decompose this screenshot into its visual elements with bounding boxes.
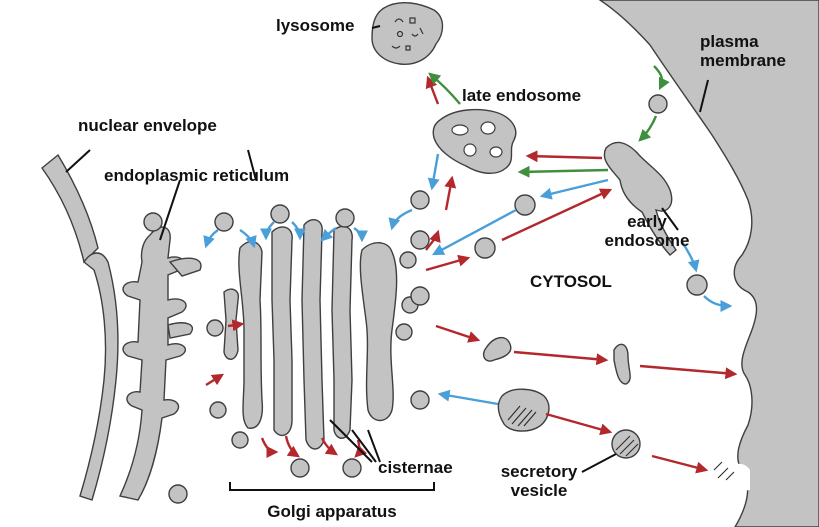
tubular-vesicle	[482, 337, 512, 362]
exocytosed-content	[713, 461, 735, 481]
label-early-endosome-line2: endosome	[604, 231, 690, 250]
er-branch	[168, 257, 202, 277]
early-endosome	[603, 141, 677, 256]
label-late-endosome: late endosome	[462, 86, 582, 105]
label-secretory-vesicle-line1: secretory	[500, 462, 578, 481]
golgi-cisterna	[271, 226, 293, 437]
label-endoplasmic-reticulum: endoplasmic reticulum	[104, 166, 290, 185]
golgi-cisterna	[359, 242, 398, 422]
label-plasma-membrane: plasma membrane	[700, 32, 786, 70]
label-early-endosome-line1: early	[627, 212, 667, 231]
label-early-endosome: early endosome	[592, 212, 702, 250]
late-endosome-contents	[451, 121, 503, 158]
label-plasma-membrane-line1: plasma	[700, 32, 759, 51]
label-lysosome: lysosome	[276, 16, 355, 35]
membrane-pocket	[728, 463, 750, 491]
late-endosome	[432, 108, 517, 175]
lysosome-contents	[391, 17, 424, 51]
golgi-cisterna	[223, 288, 239, 360]
tubular-vesicle	[613, 343, 631, 385]
golgi-cisterna	[238, 241, 264, 429]
vesicle-hatching	[615, 435, 639, 457]
label-cisternae: cisternae	[378, 458, 453, 477]
transport-vesicles	[143, 94, 708, 504]
nuclear-envelope	[41, 153, 99, 264]
plasma-membrane	[598, 0, 819, 527]
blue-arrows	[203, 153, 733, 406]
label-plasma-membrane-line2: membrane	[700, 51, 786, 70]
label-nuclear-envelope: nuclear envelope	[78, 116, 217, 135]
nuclear-envelope-lower	[79, 252, 119, 501]
golgi-bracket	[229, 482, 435, 491]
leader-lines	[65, 25, 709, 473]
golgi-cisterna	[301, 218, 325, 450]
label-golgi-apparatus: Golgi apparatus	[267, 502, 397, 521]
endoplasmic-reticulum	[119, 226, 187, 501]
label-secretory-vesicle-line2: vesicle	[510, 481, 568, 500]
label-secretory-vesicle: secretory vesicle	[494, 462, 584, 500]
vesicle-hatching	[507, 405, 537, 427]
green-arrows	[428, 65, 670, 178]
golgi-cisterna	[331, 225, 353, 439]
secretory-vesicle-small	[611, 429, 641, 459]
red-arrows	[205, 75, 738, 474]
er-branch	[167, 322, 194, 339]
lysosome	[371, 1, 444, 65]
label-cytosol: CYTOSOL	[530, 272, 612, 291]
